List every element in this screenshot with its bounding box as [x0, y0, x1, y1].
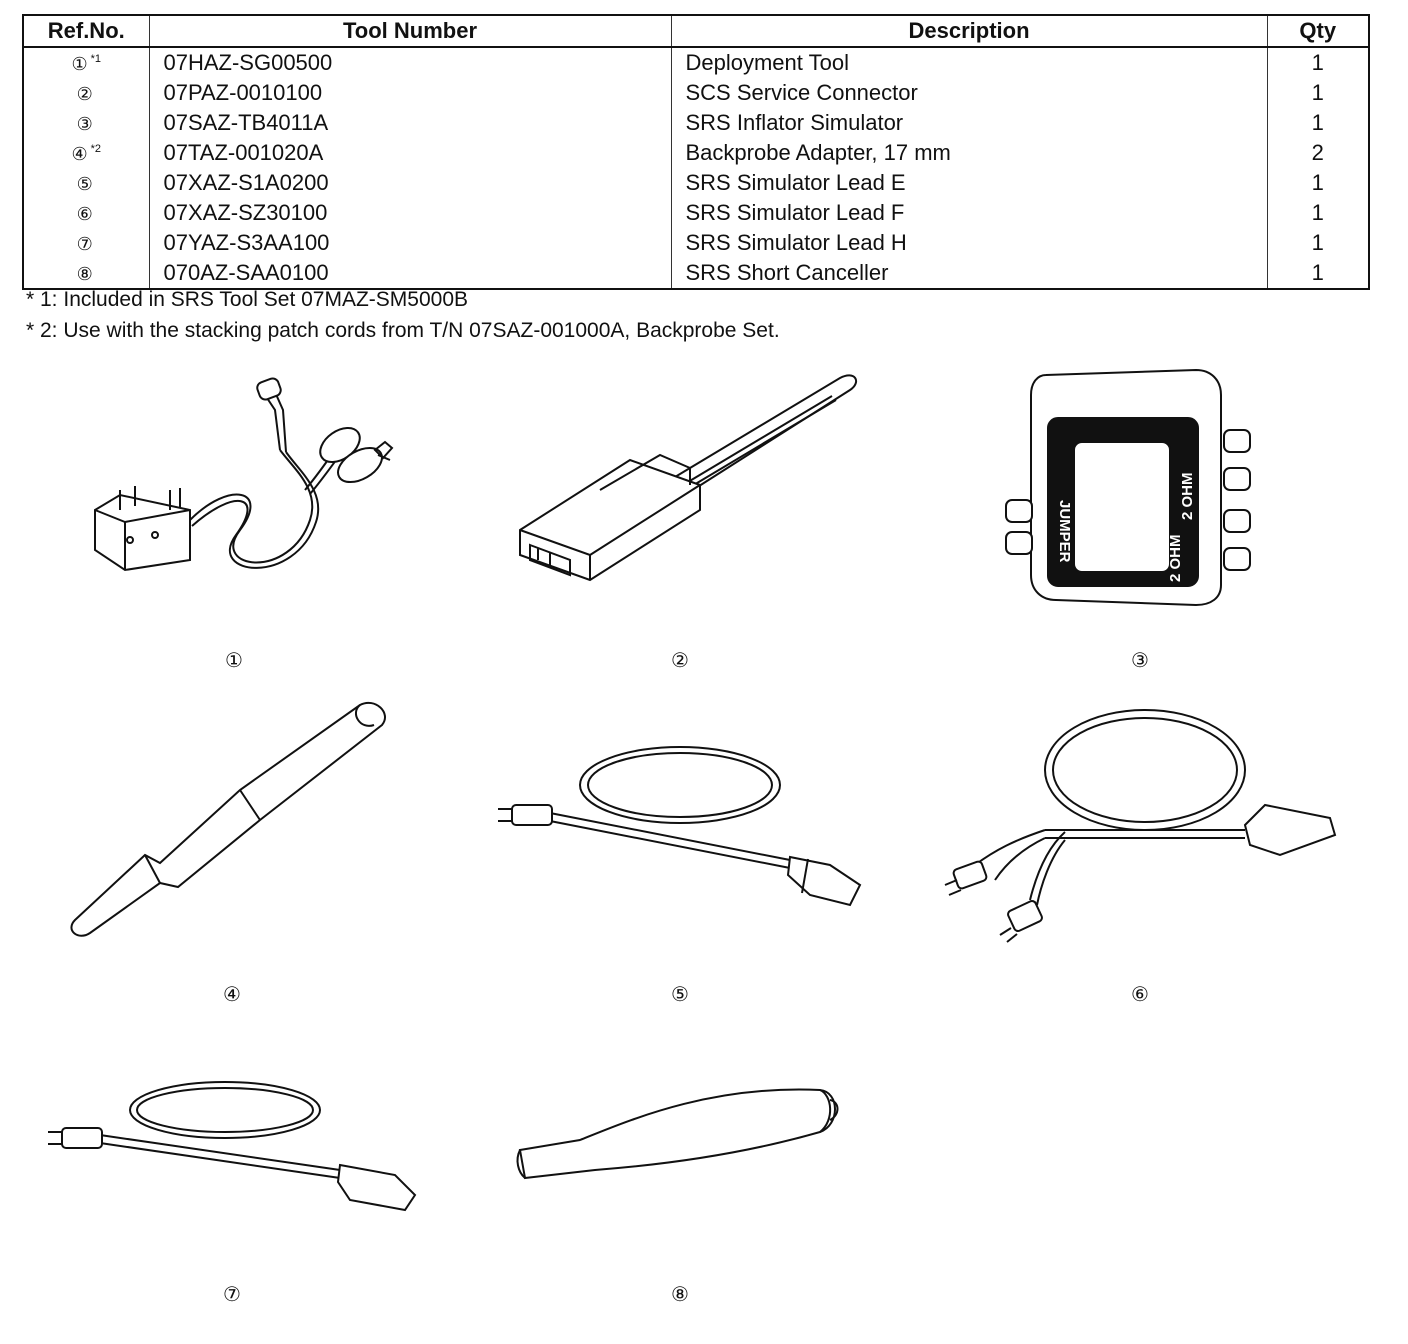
tool-number-cell: 07HAZ-SG00500 [148, 47, 671, 78]
jumper-text: JUMPER [1056, 500, 1073, 563]
figure-label-3: ③ [1131, 650, 1149, 672]
footnote-1: * 1: Included in SRS Tool Set 07MAZ-SM50… [26, 288, 469, 311]
tool-number-cell: 07XAZ-SZ30100 [148, 198, 671, 228]
ref-no-cell: ⑥ [23, 198, 149, 228]
tool-number-cell: 07SAZ-TB4011A [148, 108, 671, 138]
footnote-2: * 2: Use with the stacking patch cords f… [26, 319, 780, 342]
qty-cell: 1 [1266, 228, 1369, 258]
tool-number-cell: 070AZ-SAA0100 [148, 258, 671, 289]
tool-number-cell: 07TAZ-001020A [148, 138, 671, 168]
figure-label-5: ⑤ [671, 984, 689, 1006]
qty-cell: 1 [1266, 168, 1369, 198]
description-cell: SRS Short Canceller [670, 258, 1267, 289]
figure-label-7: ⑦ [223, 1284, 241, 1306]
backprobe-adapter-icon [60, 695, 410, 950]
header-ref-no: Ref.No. [23, 15, 149, 48]
qty-cell: 1 [1266, 78, 1369, 108]
figure-label-8: ⑧ [671, 1284, 689, 1306]
footnote-marker: *1 [90, 53, 102, 65]
ref-no-cell: ② [23, 78, 149, 108]
table-header-row: Ref.No. Tool Number Description Qty [23, 15, 1369, 48]
ref-number: ④ [71, 144, 88, 164]
service-connector-icon [510, 360, 870, 615]
ref-number: ⑥ [76, 204, 93, 224]
qty-cell: 1 [1266, 258, 1369, 289]
ref-no-cell: ⑧ [23, 258, 149, 289]
description-cell: SRS Simulator Lead F [670, 198, 1267, 228]
figure-label-6: ⑥ [1131, 984, 1149, 1006]
description-cell: SRS Simulator Lead H [670, 228, 1267, 258]
ref-number: ① [71, 54, 88, 74]
figure-label-2: ② [671, 650, 689, 672]
short-canceller-icon [510, 1060, 860, 1205]
header-qty: Qty [1266, 15, 1369, 48]
qty-cell: 1 [1266, 47, 1369, 78]
figure-label-1: ① [225, 650, 243, 672]
description-cell: Deployment Tool [670, 47, 1267, 78]
footnote-marker: *2 [90, 143, 102, 155]
ref-number: ⑤ [76, 174, 93, 194]
description-cell: SCS Service Connector [670, 78, 1267, 108]
tool-number-cell: 07PAZ-0010100 [148, 78, 671, 108]
ref-no-cell: ⑦ [23, 228, 149, 258]
qty-cell: 1 [1266, 198, 1369, 228]
inflator-simulator-icon: JUMPER 2 OHM 2 OHM [996, 360, 1266, 615]
ref-number: ⑦ [76, 234, 93, 254]
ref-no-cell: ④*2 [23, 138, 149, 168]
description-cell: Backprobe Adapter, 17 mm [670, 138, 1267, 168]
ref-number: ③ [76, 114, 93, 134]
figure-label-4: ④ [223, 984, 241, 1006]
two-ohm-bottom-text: 2 OHM [1167, 534, 1184, 582]
ref-number: ② [76, 84, 93, 104]
simulator-lead-f-icon [935, 700, 1355, 965]
two-ohm-right-text: 2 OHM [1179, 472, 1196, 520]
header-description: Description [670, 15, 1267, 48]
simulator-lead-h-icon [40, 1070, 440, 1225]
ref-no-cell: ③ [23, 108, 149, 138]
ref-no-cell: ①*1 [23, 47, 149, 78]
tool-number-cell: 07YAZ-S3AA100 [148, 228, 671, 258]
header-tool-number: Tool Number [148, 15, 671, 48]
deployment-tool-icon [80, 370, 400, 595]
description-cell: SRS Inflator Simulator [670, 108, 1267, 138]
qty-cell: 2 [1266, 138, 1369, 168]
description-cell: SRS Simulator Lead E [670, 168, 1267, 198]
qty-cell: 1 [1266, 108, 1369, 138]
tool-number-cell: 07XAZ-S1A0200 [148, 168, 671, 198]
simulator-lead-e-icon [490, 735, 890, 920]
ref-no-cell: ⑤ [23, 168, 149, 198]
ref-number: ⑧ [76, 264, 93, 284]
